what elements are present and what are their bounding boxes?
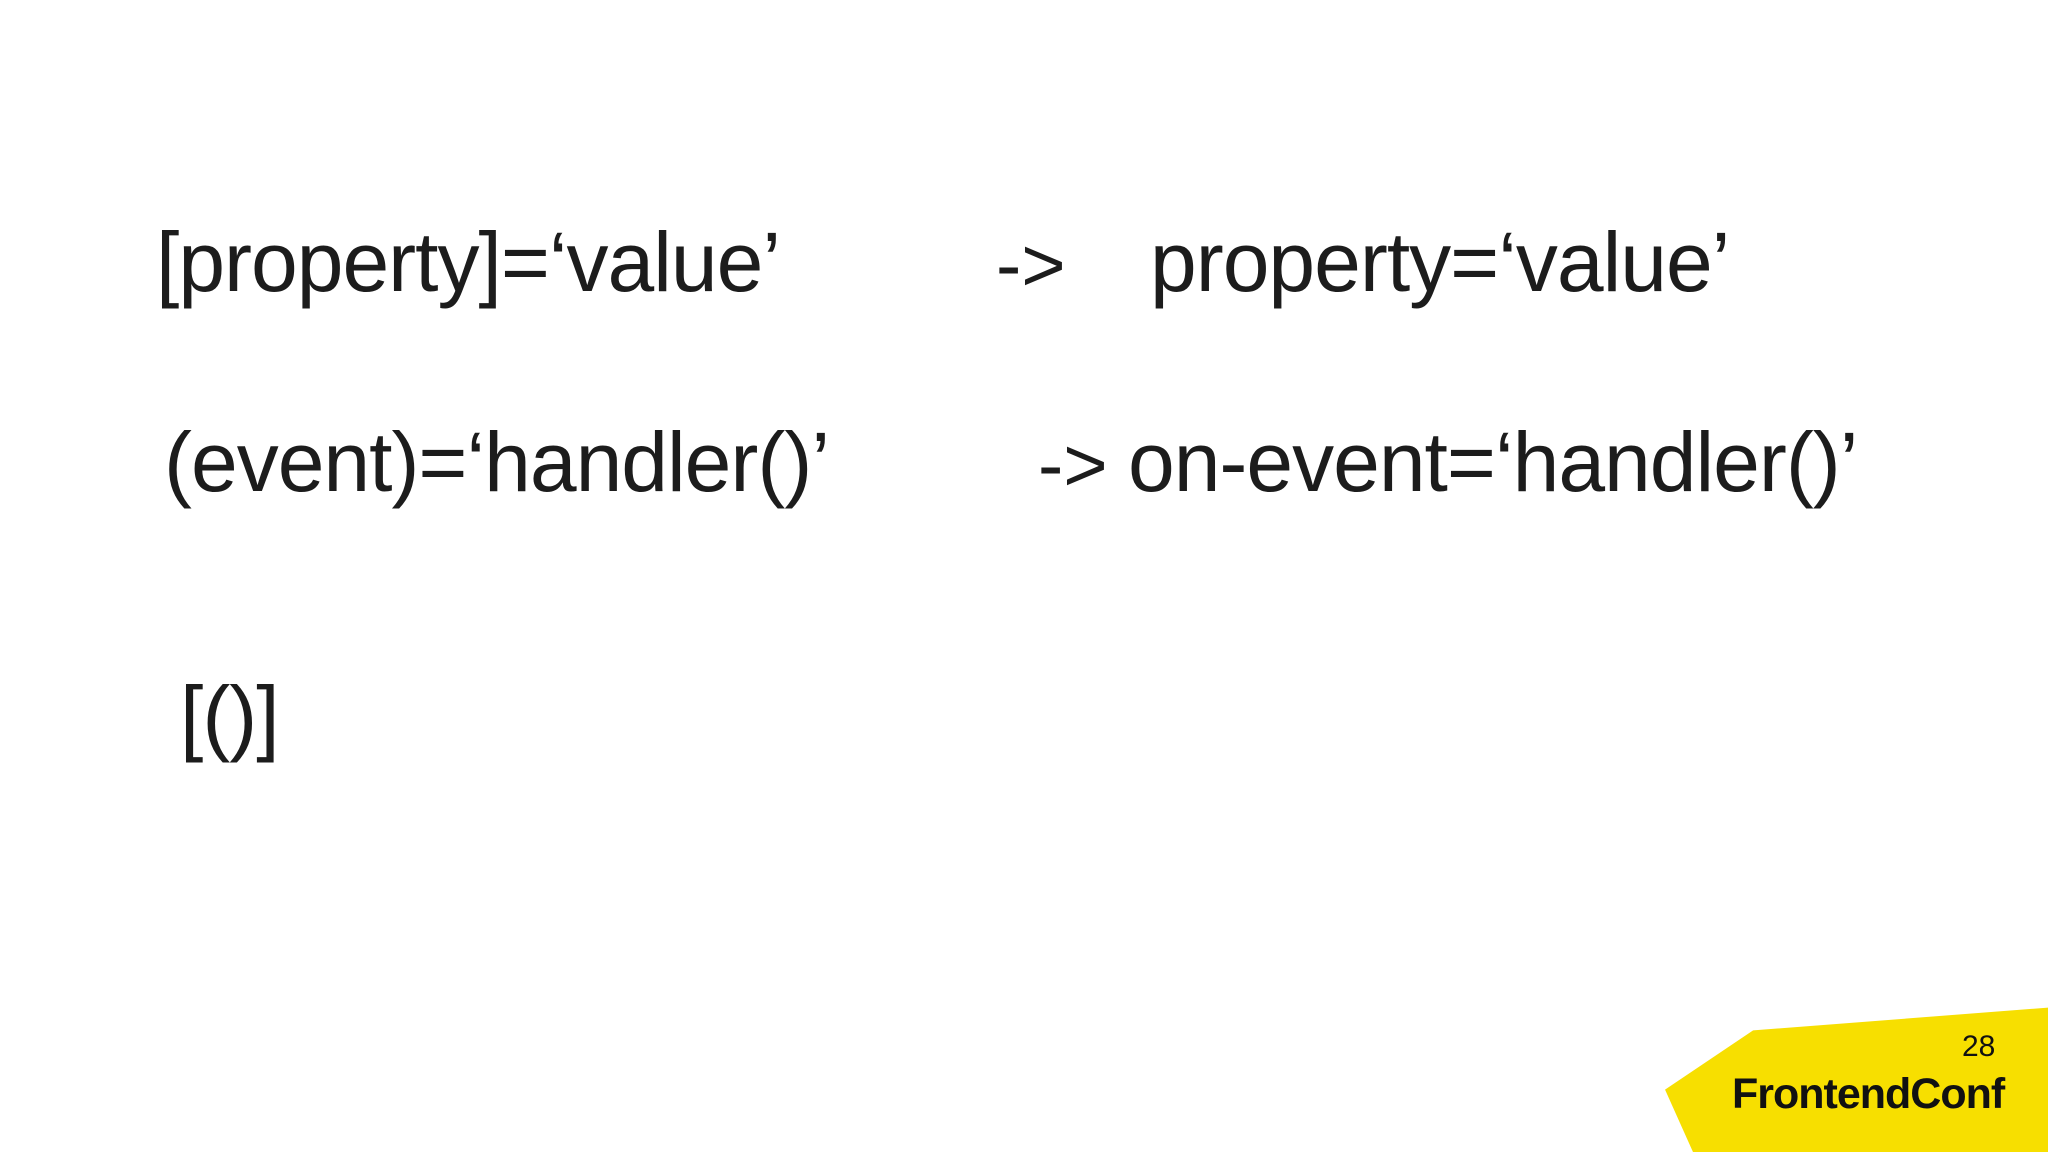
page-number: 28	[1962, 1030, 1996, 1063]
mapping-2-source-code: (event)=‘handler()’	[164, 415, 830, 509]
mapping-2-arrow: ->	[1038, 423, 1108, 508]
mapping-1-arrow: ->	[996, 223, 1066, 308]
mapping-1-source-code: [property]=‘value’	[156, 215, 781, 309]
mapping-1-target-code: property=‘value’	[1150, 215, 1730, 309]
mapping-2-target-code: on-event=‘handler()’	[1128, 415, 1858, 509]
frontendconf-logo: FrontendConf	[1732, 1070, 2005, 1118]
mapping-3-source-code: [()]	[180, 669, 280, 763]
